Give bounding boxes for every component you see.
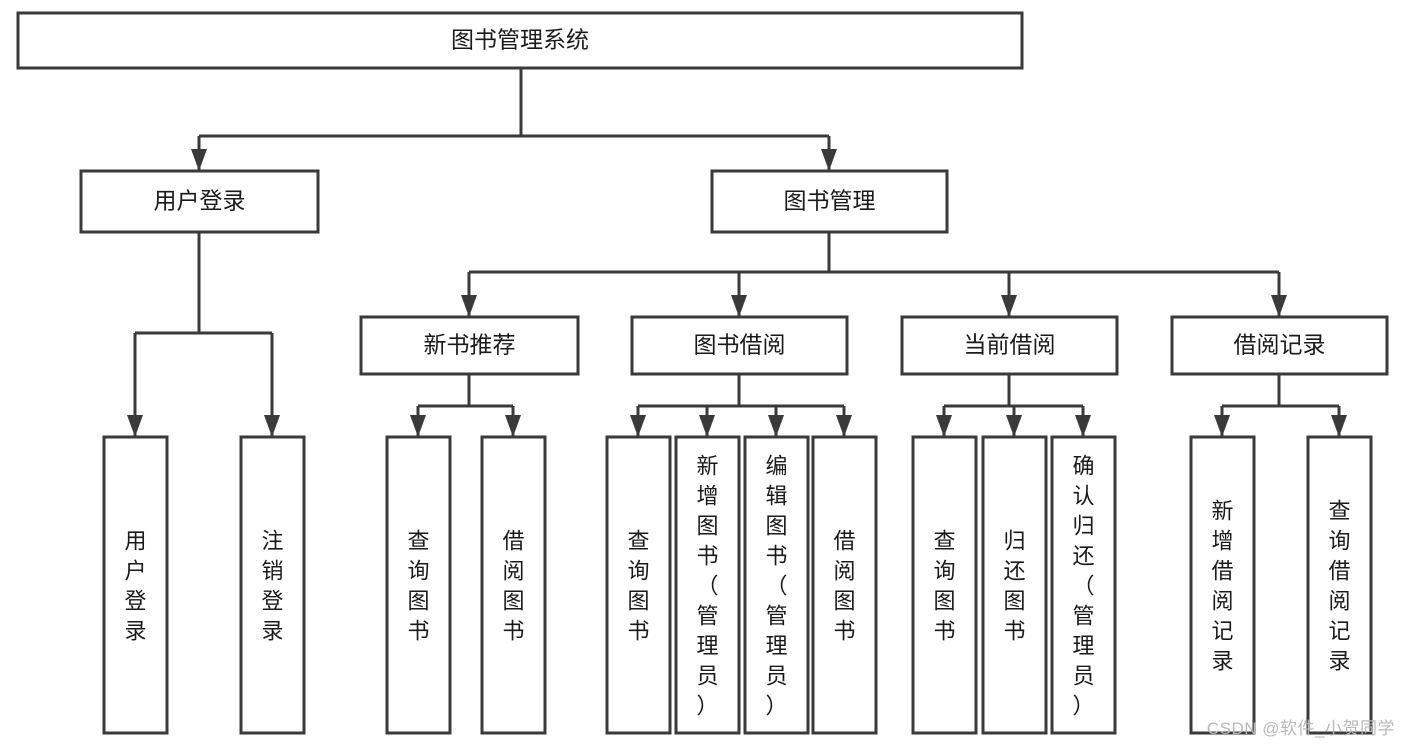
node-label: 图书借阅 xyxy=(694,332,786,358)
edge-group xyxy=(191,68,837,171)
node-box[interactable] xyxy=(385,435,452,735)
arrow-head-icon xyxy=(1331,415,1347,437)
arrow-head-icon xyxy=(505,415,521,437)
node-box[interactable] xyxy=(630,315,849,376)
edge-group xyxy=(127,232,280,437)
node-box[interactable] xyxy=(1050,435,1117,735)
arrow-head-icon xyxy=(836,415,852,437)
arrow-head-icon xyxy=(1075,415,1091,437)
node-box[interactable] xyxy=(480,435,547,735)
node-label: 确认归还（管理员） xyxy=(1072,453,1094,718)
node-leaf-leaf-add-borrow-record[interactable]: 新增借阅记录 xyxy=(1189,435,1256,735)
arrow-head-icon xyxy=(821,149,837,171)
node-layer: 图书管理系统用户登录图书管理新书推荐图书借阅当前借阅借阅记录用户登录注销登录查询… xyxy=(16,11,1389,735)
edge-group xyxy=(936,374,1091,437)
node-box[interactable] xyxy=(743,435,810,735)
node-box[interactable] xyxy=(1189,435,1256,735)
arrow-head-icon xyxy=(699,415,715,437)
node-label: 图书管理 xyxy=(784,188,876,214)
node-root-root[interactable]: 图书管理系统 xyxy=(16,11,1024,70)
arrow-head-icon xyxy=(630,415,646,437)
edge-group xyxy=(630,374,852,437)
node-box[interactable] xyxy=(811,435,878,735)
arrow-head-icon xyxy=(191,149,207,171)
arrow-head-icon xyxy=(264,415,280,437)
node-l2-user-login[interactable]: 用户登录 xyxy=(79,169,320,234)
connector-layer xyxy=(127,68,1347,437)
node-label: 借阅记录 xyxy=(1234,332,1326,358)
node-leaf-leaf-logout[interactable]: 注销登录 xyxy=(239,435,306,735)
node-l3-borrow-record[interactable]: 借阅记录 xyxy=(1170,315,1389,376)
node-box[interactable] xyxy=(16,11,1024,70)
node-label: 新增借阅记录 xyxy=(1211,498,1233,673)
node-l3-book-borrow[interactable]: 图书借阅 xyxy=(630,315,849,376)
node-leaf-leaf-query-borrow-record[interactable]: 查询借阅记录 xyxy=(1306,435,1373,735)
node-leaf-leaf-borrow-book-rec[interactable]: 借阅图书 xyxy=(480,435,547,735)
arrow-head-icon xyxy=(1006,415,1022,437)
edge-group xyxy=(461,232,1287,317)
node-box[interactable] xyxy=(239,435,306,735)
node-label: 借阅图书 xyxy=(833,528,855,643)
node-box[interactable] xyxy=(710,169,949,234)
node-label: 注销登录 xyxy=(261,528,283,643)
arrow-head-icon xyxy=(731,295,747,317)
node-label: 查询图书 xyxy=(407,528,429,643)
node-label: 用户登录 xyxy=(154,188,246,214)
node-box[interactable] xyxy=(1170,315,1389,376)
node-l3-current-borrow[interactable]: 当前借阅 xyxy=(900,315,1119,376)
node-box[interactable] xyxy=(911,435,978,735)
edge-group xyxy=(410,374,521,437)
node-leaf-leaf-borrow-book[interactable]: 借阅图书 xyxy=(811,435,878,735)
node-label: 图书管理系统 xyxy=(451,27,589,53)
node-box[interactable] xyxy=(605,435,672,735)
node-leaf-leaf-query-book-current[interactable]: 查询图书 xyxy=(911,435,978,735)
node-l3-new-book-recommend[interactable]: 新书推荐 xyxy=(359,315,580,376)
node-l2-book-management[interactable]: 图书管理 xyxy=(710,169,949,234)
node-leaf-leaf-query-book-borrow[interactable]: 查询图书 xyxy=(605,435,672,735)
node-box[interactable] xyxy=(359,315,580,376)
arrow-head-icon xyxy=(768,415,784,437)
node-box[interactable] xyxy=(900,315,1119,376)
node-label: 查询图书 xyxy=(627,528,649,643)
node-leaf-leaf-return-book[interactable]: 归还图书 xyxy=(981,435,1048,735)
node-label: 当前借阅 xyxy=(964,332,1056,358)
arrow-head-icon xyxy=(1214,415,1230,437)
edge-group xyxy=(1214,374,1347,437)
node-leaf-leaf-query-book-rec[interactable]: 查询图书 xyxy=(385,435,452,735)
node-leaf-leaf-confirm-return-admin[interactable]: 确认归还（管理员） xyxy=(1050,435,1117,735)
arrow-head-icon xyxy=(410,415,426,437)
node-label: 查询借阅记录 xyxy=(1328,498,1350,673)
node-label: 查询图书 xyxy=(933,528,955,643)
node-label: 归还图书 xyxy=(1003,528,1025,643)
node-box[interactable] xyxy=(1306,435,1373,735)
arrow-head-icon xyxy=(1001,295,1017,317)
node-leaf-leaf-add-book-admin[interactable]: 新增图书（管理员） xyxy=(674,435,741,735)
node-box[interactable] xyxy=(79,169,320,234)
arrow-head-icon xyxy=(127,415,143,437)
node-leaf-leaf-user-login[interactable]: 用户登录 xyxy=(102,435,169,735)
arrow-head-icon xyxy=(1271,295,1287,317)
node-label: 借阅图书 xyxy=(502,528,524,643)
node-box[interactable] xyxy=(102,435,169,735)
node-label: 新增图书（管理员） xyxy=(696,453,718,718)
node-label: 编辑图书（管理员） xyxy=(765,453,787,718)
arrow-head-icon xyxy=(461,295,477,317)
node-box[interactable] xyxy=(674,435,741,735)
node-label: 用户登录 xyxy=(124,528,146,643)
node-box[interactable] xyxy=(981,435,1048,735)
node-label: 新书推荐 xyxy=(424,332,516,358)
node-leaf-leaf-edit-book-admin[interactable]: 编辑图书（管理员） xyxy=(743,435,810,735)
arrow-head-icon xyxy=(936,415,952,437)
